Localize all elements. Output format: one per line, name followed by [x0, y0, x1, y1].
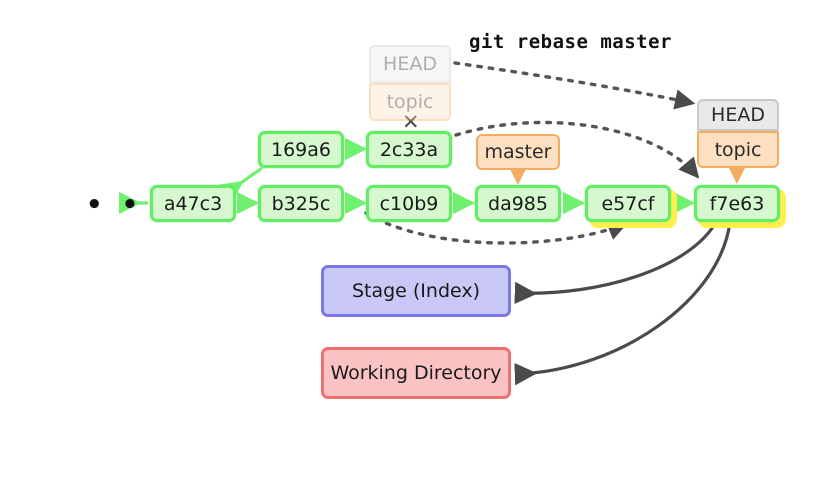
working-directory-box[interactable]: Working Directory	[321, 347, 511, 399]
commit-node-c10b9[interactable]: c10b9	[366, 185, 452, 222]
command-title: git rebase master	[469, 31, 672, 53]
stage-index-box[interactable]: Stage (Index)	[321, 265, 511, 317]
commit-node-2c33a[interactable]: 2c33a	[366, 131, 452, 168]
ref-label-topic-old[interactable]: topic	[369, 83, 451, 121]
ref-label-master[interactable]: master	[476, 134, 560, 170]
ref-label-head-old[interactable]: HEAD	[369, 45, 451, 83]
ref-label-head-new[interactable]: HEAD	[697, 99, 779, 131]
commit-node-e57cf[interactable]: e57cf	[585, 185, 671, 222]
edge-rebase-head-topic-move	[453, 61, 696, 110]
commit-node-a47c3[interactable]: a47c3	[150, 185, 236, 222]
detached-x-icon: ✕	[402, 110, 420, 134]
ref-label-topic-new[interactable]: topic	[697, 131, 779, 168]
commit-node-da985[interactable]: da985	[475, 185, 561, 222]
commit-node-b325c[interactable]: b325c	[258, 185, 344, 222]
edge-f7e63-to-stage	[514, 221, 718, 305]
commit-node-f7e63[interactable]: f7e63	[694, 185, 780, 222]
commit-node-169a6[interactable]: 169a6	[258, 131, 344, 168]
edge-f7e63-to-workdir	[514, 221, 732, 386]
